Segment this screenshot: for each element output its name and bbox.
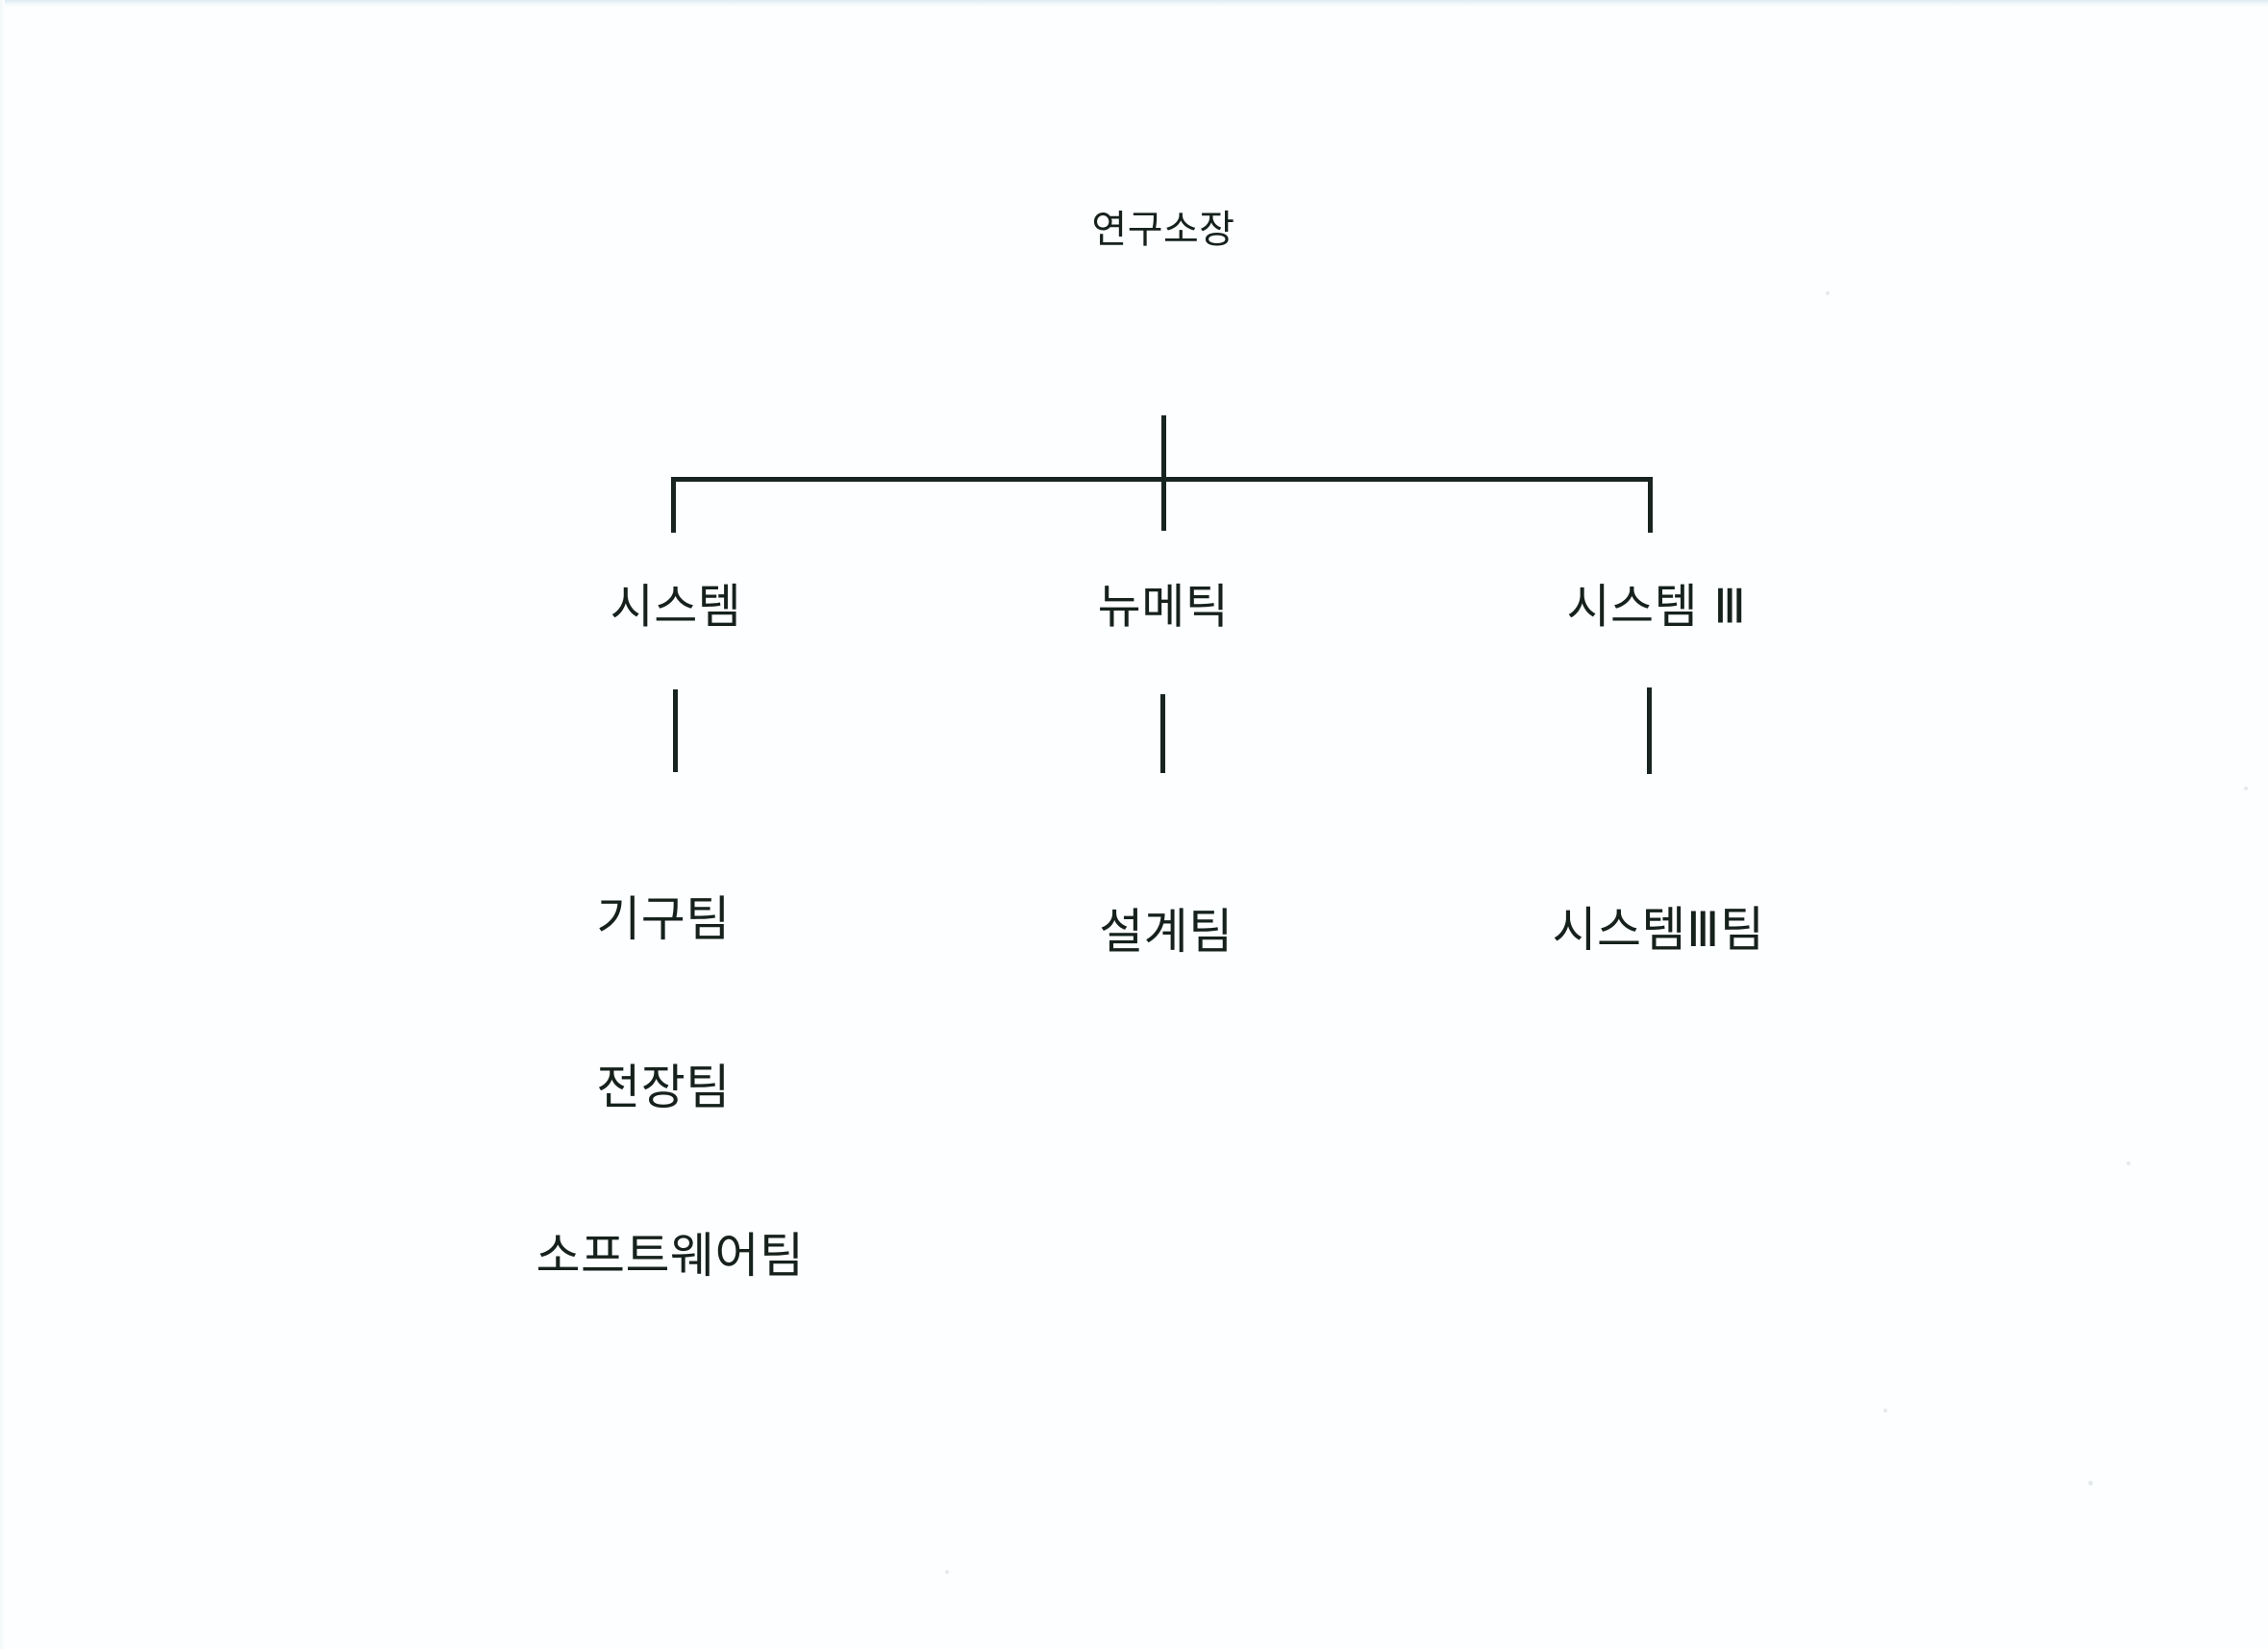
node-branch-pneumatic: 뉴메틱 xyxy=(1097,579,1230,635)
node-team-software: 소프트웨어팀 xyxy=(536,1228,805,1284)
node-team-electrical: 전장팀 xyxy=(596,1060,731,1115)
scan-speck xyxy=(1826,291,1830,295)
node-branch-system: 시스템 xyxy=(610,579,742,635)
scan-speck xyxy=(2127,1162,2131,1165)
connector-horizontal-bus xyxy=(671,477,1653,482)
scan-speck xyxy=(2088,1481,2093,1486)
connector-stub-branch-1 xyxy=(673,689,678,772)
node-team-system-3: 시스템Ⅲ팀 xyxy=(1552,902,1765,958)
node-root-director: 연구소장 xyxy=(1091,208,1235,252)
connector-root-stem xyxy=(1161,415,1166,531)
connector-drop-branch-1 xyxy=(671,477,676,533)
scan-speck xyxy=(1883,1409,1887,1412)
node-team-mechanism: 기구팀 xyxy=(596,891,731,947)
node-team-design: 설계팀 xyxy=(1099,904,1234,960)
scan-speck xyxy=(2244,787,2248,790)
connector-drop-branch-3 xyxy=(1648,477,1653,533)
connector-stub-branch-3 xyxy=(1647,687,1652,774)
node-branch-system-3: 시스템 Ⅲ xyxy=(1566,579,1747,635)
scan-speck xyxy=(945,1570,949,1574)
connector-stub-branch-2 xyxy=(1160,694,1165,773)
scan-edge-left xyxy=(0,0,5,1649)
scan-edge-top xyxy=(0,0,2268,7)
